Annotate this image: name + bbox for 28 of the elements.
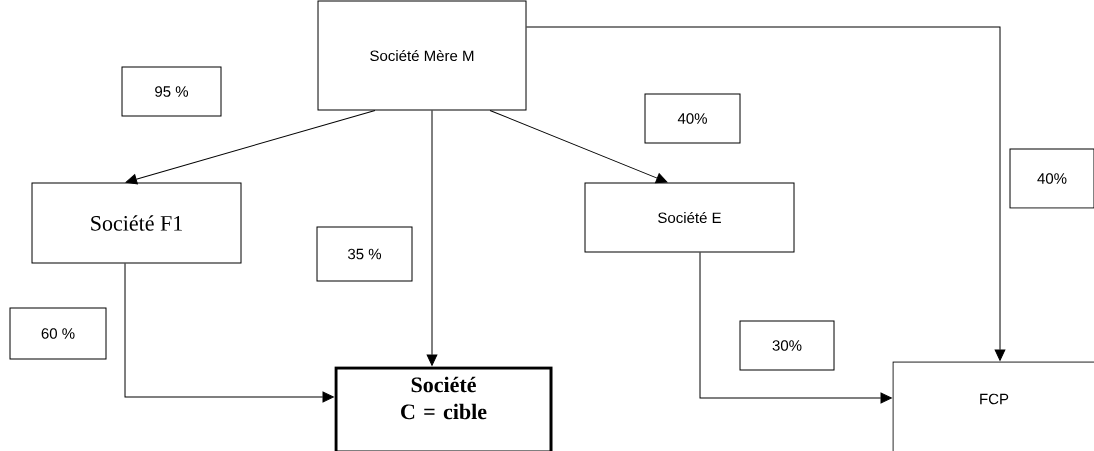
arrow (699, 252, 892, 404)
arrow (125, 110, 376, 185)
percentage: 60 % (41, 328, 75, 339)
percentage: 35 % (348, 248, 382, 260)
company-name: Société F1 (91, 215, 182, 231)
arrow (426, 110, 438, 366)
company-name: Société C = cible (401, 376, 487, 420)
percentage-box (739, 320, 835, 371)
company-box (584, 182, 795, 253)
fund-name: FCP (980, 393, 1009, 405)
arrow (526, 26, 1006, 361)
company-box (317, 0, 527, 111)
percentage-box (1009, 148, 1094, 209)
percentage-box (316, 226, 413, 282)
percentage-box (644, 93, 741, 144)
percentage: 40% (1037, 173, 1067, 184)
arrow (489, 110, 668, 184)
percentage-box (9, 307, 107, 360)
target-company-box (334, 366, 553, 451)
company-name: Société E (658, 211, 721, 224)
company-box (31, 182, 242, 264)
percentage: 30% (772, 340, 802, 351)
fund-box (892, 361, 1094, 451)
arrow (124, 263, 334, 403)
company-name: Société Mère M (370, 49, 474, 62)
percentage-box (121, 66, 222, 117)
percentage: 40% (677, 113, 707, 124)
percentage: 95 % (155, 86, 189, 97)
